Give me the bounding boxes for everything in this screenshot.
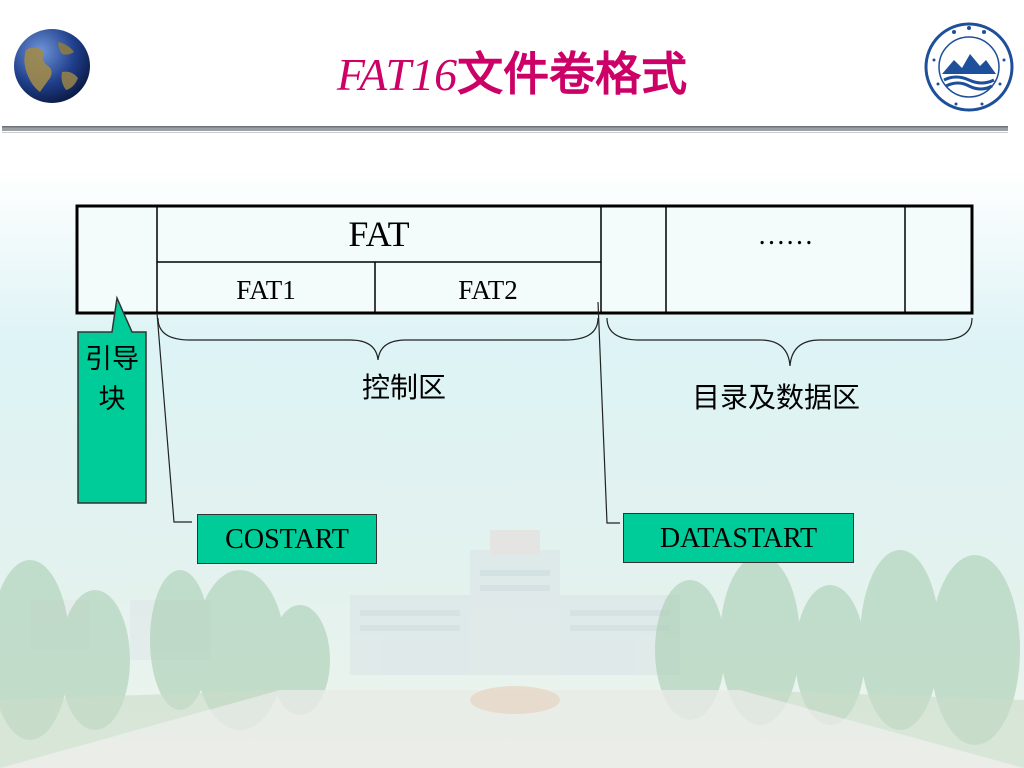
datastart-box: DATASTART	[623, 513, 854, 563]
fat-header-cell: FAT	[348, 214, 410, 254]
fat16-layout-table	[75, 204, 974, 315]
boot-block-label: 引导块	[85, 344, 139, 415]
datastart-leader-line	[597, 301, 620, 524]
data-area-label: 目录及数据区	[692, 381, 861, 414]
data-area-brace	[606, 317, 973, 367]
costart-box: COSTART	[197, 514, 377, 564]
fat2-cell: FAT2	[458, 275, 518, 305]
title-cjk: 文件卷格式	[457, 47, 688, 101]
control-area-label: 控制区	[362, 371, 447, 404]
boot-block-callout	[77, 295, 147, 504]
page-title: FAT16文件卷格式	[0, 42, 1024, 107]
costart-leader-line	[156, 312, 192, 523]
globe-icon	[14, 29, 90, 103]
datastart-label: DATASTART	[659, 523, 818, 554]
control-area-brace	[157, 317, 599, 361]
ellipsis-cell: ……	[757, 220, 814, 251]
fat1-cell: FAT1	[236, 275, 296, 305]
costart-label: COSTART	[225, 524, 349, 555]
university-logo-icon	[924, 22, 1014, 112]
title-latin: FAT16	[336, 49, 458, 100]
